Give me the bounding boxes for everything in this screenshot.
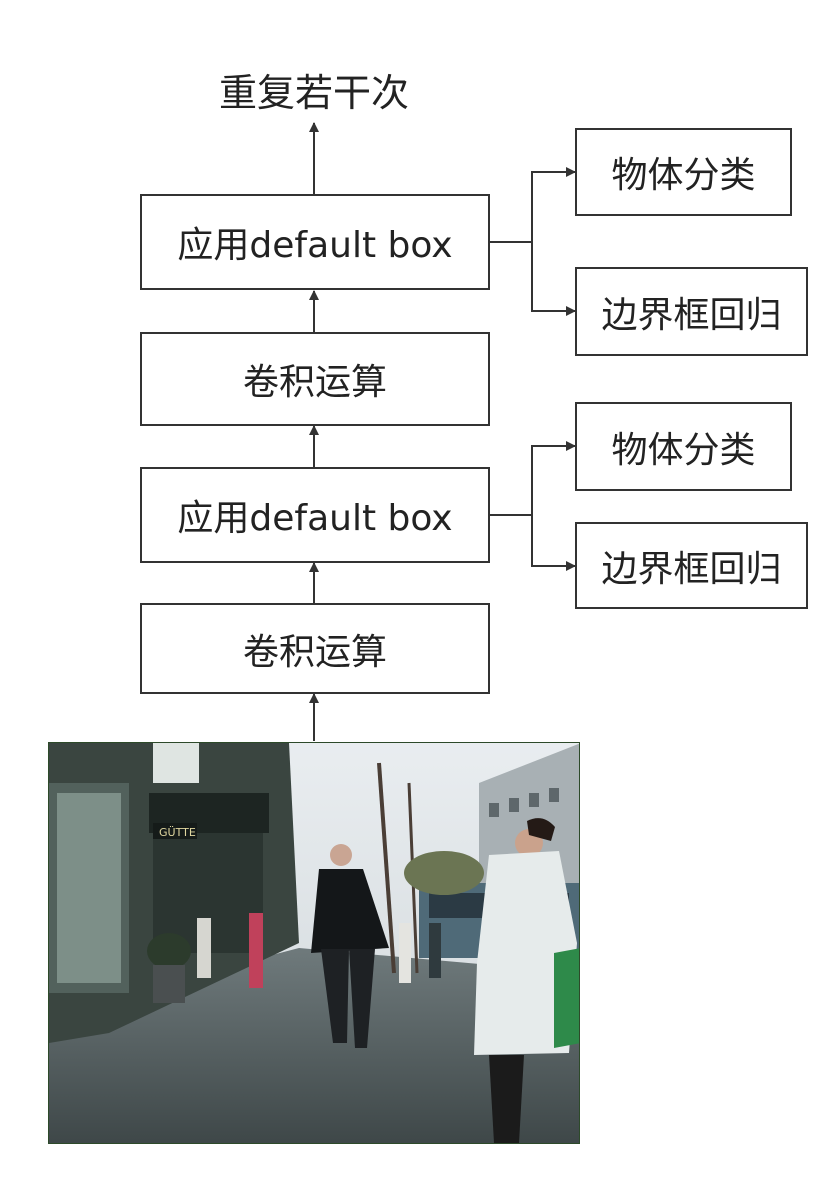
shop-sign: GÜTTE: [159, 826, 196, 839]
branch-upper-to-classify: [531, 167, 576, 242]
classify-upper: 物体分类: [575, 128, 792, 216]
branch-lower-to-bbox: [531, 515, 576, 571]
classify-lower: 物体分类: [575, 402, 792, 491]
bbox-regression-lower: 边界框回归: [575, 522, 808, 609]
bbox-regression-upper: 边界框回归: [575, 267, 808, 356]
input-street-photo: GÜTTE: [48, 742, 580, 1144]
street-scene-illustration: GÜTTE: [49, 743, 579, 1143]
branch-lower-to-classify: [531, 441, 576, 515]
default-box-lower: 应用default box: [140, 467, 490, 563]
repeat-label: 重复若干次: [218, 71, 409, 115]
branch-upper-to-bbox: [531, 242, 576, 316]
conv-lower: 卷积运算: [140, 603, 490, 694]
conv-upper: 卷积运算: [140, 332, 490, 426]
default-box-upper: 应用default box: [140, 194, 490, 290]
